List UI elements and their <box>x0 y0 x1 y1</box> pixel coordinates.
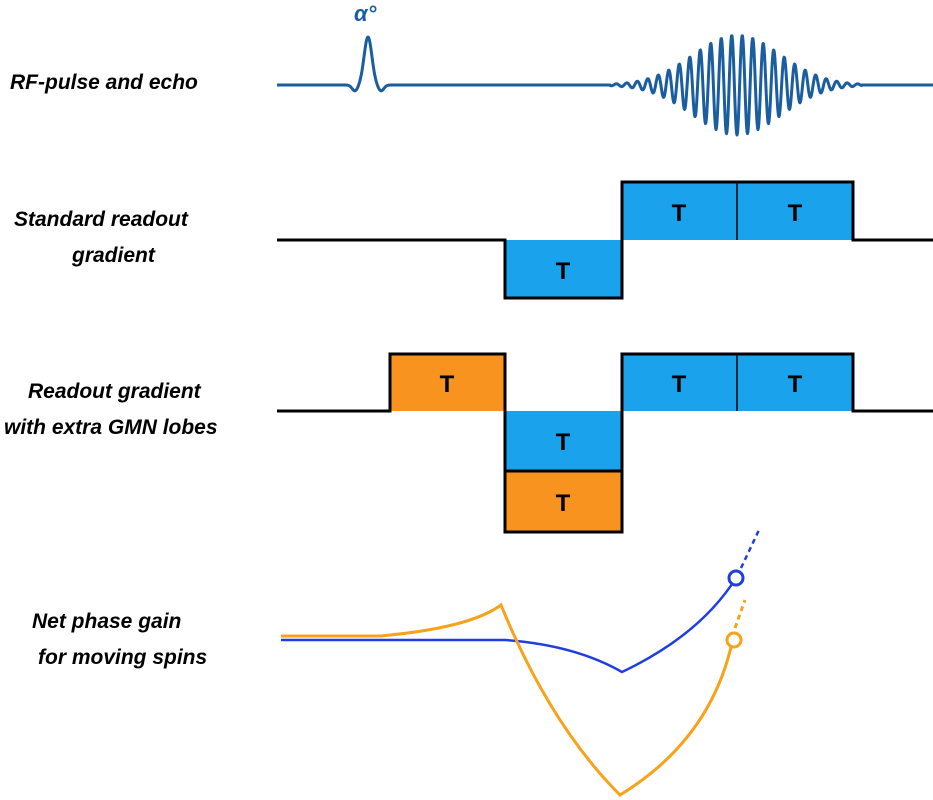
net-phase-gain-plot <box>281 529 761 797</box>
gmn-gradient-outline <box>277 352 933 534</box>
standard-phase-endpoint-marker <box>727 569 745 587</box>
gmn-prephase-lobe <box>390 354 505 411</box>
gmn-phase-endpoint-marker <box>725 631 743 649</box>
standard-positive-lobe-T1: T <box>672 200 687 227</box>
gmn-positive-lobe-T1: T <box>672 371 687 398</box>
standard-readout-gradient: T T T <box>277 180 933 300</box>
gmn-phase-extension <box>733 599 747 629</box>
phase-label-line1: Net phase gain <box>32 610 181 633</box>
gmn-gradient-label-line1: Readout gradient <box>28 380 202 403</box>
gmn-extra-lobe-T: T <box>556 490 571 517</box>
standard-negative-lobe <box>505 240 622 298</box>
gmn-readout-gradient: T T T T T <box>277 352 933 534</box>
flip-angle-label: α° <box>354 1 377 26</box>
standard-gradient-label-line2: gradient <box>71 244 156 267</box>
standard-gradient-outline <box>277 180 933 300</box>
standard-phase-curve <box>281 577 738 674</box>
phase-label-line2: for moving spins <box>38 646 207 669</box>
gmn-positive-lobe-T2: T <box>788 371 803 398</box>
standard-positive-lobe-T2: T <box>788 200 803 227</box>
standard-phase-extension <box>739 529 761 569</box>
gmn-extra-negative-lobe <box>505 471 622 532</box>
rf-pulse-and-echo-waveform <box>276 34 933 137</box>
standard-negative-lobe-T: T <box>556 258 571 285</box>
rf-label: RF-pulse and echo <box>10 71 198 94</box>
gmn-negative-lobe-T: T <box>556 429 571 456</box>
gmn-gradient-label-line2: with extra GMN lobes <box>4 416 218 439</box>
gmn-negative-lobe <box>505 411 622 471</box>
standard-gradient-label-line1: Standard readout <box>14 208 189 231</box>
gmn-phase-curve <box>281 602 734 797</box>
gmn-prephase-lobe-T: T <box>440 371 455 398</box>
